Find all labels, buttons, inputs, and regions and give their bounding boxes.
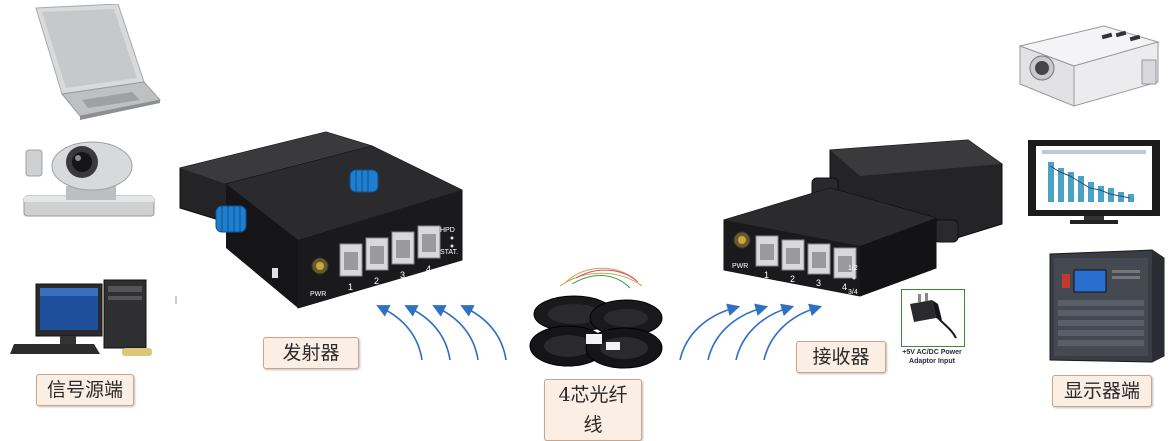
rx-port-1-label: 1 [764, 270, 769, 280]
power-adaptor-icon [910, 293, 957, 339]
transmitter-device: PWR 1 2 3 4 HPD STAT. [179, 131, 463, 309]
receiver-device: PWR 1 2 3 4 1/2 3/4 [723, 139, 1003, 297]
lcd-monitor-icon [1028, 140, 1160, 224]
tx-port-1-label: 1 [348, 282, 353, 292]
rack-server-icon [1049, 249, 1165, 363]
tx-pwr-label: PWR [310, 291, 326, 298]
rx-signal-arrows [679, 303, 823, 361]
rx-pwr-label: PWR [732, 263, 748, 270]
label-receiver: 接收器 [796, 341, 886, 373]
thumbscrew-right [349, 169, 379, 193]
rx-port-4-label: 4 [842, 282, 847, 292]
fiber-cable-coil-icon [529, 267, 663, 369]
label-signal-source: 信号源端 [36, 374, 134, 406]
tx-port-4-label: 4 [426, 264, 431, 274]
thumbscrew-left [215, 205, 247, 233]
label-fiber-cable: 4芯光纤线 [544, 379, 642, 441]
projector-icon [1018, 25, 1160, 107]
power-adaptor-panel [901, 289, 965, 347]
tx-port-2-label: 2 [374, 276, 379, 286]
laptop-icon [35, 4, 161, 120]
rx-led-34-label: 3/4 [848, 289, 858, 296]
desktop-pc-icon [10, 279, 152, 356]
label-display: 显示器端 [1052, 375, 1152, 407]
tx-hpd-label: HPD [440, 227, 455, 234]
rx-port-3-label: 3 [816, 278, 821, 288]
rx-port-2-label: 2 [790, 274, 795, 284]
adaptor-line-1: +5V AC/DC Power [902, 349, 962, 356]
label-transmitter: 发射器 [263, 337, 359, 369]
separator-dot [175, 296, 177, 304]
tx-port-3-label: 3 [400, 270, 405, 280]
tx-stat-label: STAT. [440, 249, 458, 256]
rx-led-12-label: 1/2 [848, 265, 858, 272]
tx-signal-arrows [376, 305, 507, 361]
adaptor-line-2: Adaptor Input [909, 358, 955, 365]
ptz-camera-icon [23, 141, 155, 217]
